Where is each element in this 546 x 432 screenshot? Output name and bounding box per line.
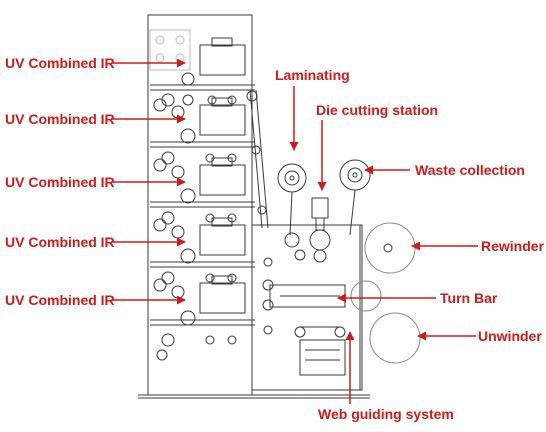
label-turn-bar: Turn Bar <box>440 290 498 306</box>
label-laminating: Laminating <box>275 67 350 83</box>
printing-unit-4 <box>150 217 255 285</box>
machine-frame <box>138 14 370 399</box>
label-uv-combined-ir-2: UV Combined IR <box>5 111 115 127</box>
turn-bar <box>262 279 382 312</box>
label-uv-combined-ir-1: UV Combined IR <box>5 55 115 71</box>
printing-unit-1 <box>150 37 255 107</box>
printing-unit-3 <box>150 157 255 225</box>
laminating-roll <box>277 163 307 236</box>
label-rewinder: Rewinder <box>481 238 545 254</box>
callout-arrows <box>113 58 478 404</box>
label-die-cutting-station: Die cutting station <box>316 102 439 118</box>
label-unwinder: Unwinder <box>478 328 542 344</box>
printing-unit-2 <box>150 97 255 165</box>
label-uv-combined-ir-4: UV Combined IR <box>5 234 115 250</box>
die-cutting-station <box>284 197 331 263</box>
rewinder-roll <box>364 222 416 274</box>
label-uv-combined-ir-5: UV Combined IR <box>5 292 115 308</box>
unwinder-roll <box>294 312 421 364</box>
label-waste-collection: Waste collection <box>415 162 525 178</box>
web-guiding-unit <box>299 339 346 376</box>
printing-unit-5 <box>150 275 255 361</box>
web-path <box>246 89 273 335</box>
label-uv-combined-ir-3: UV Combined IR <box>5 174 115 190</box>
label-web-guiding-system: Web guiding system <box>318 406 454 422</box>
waste-collection-roll <box>339 159 371 236</box>
